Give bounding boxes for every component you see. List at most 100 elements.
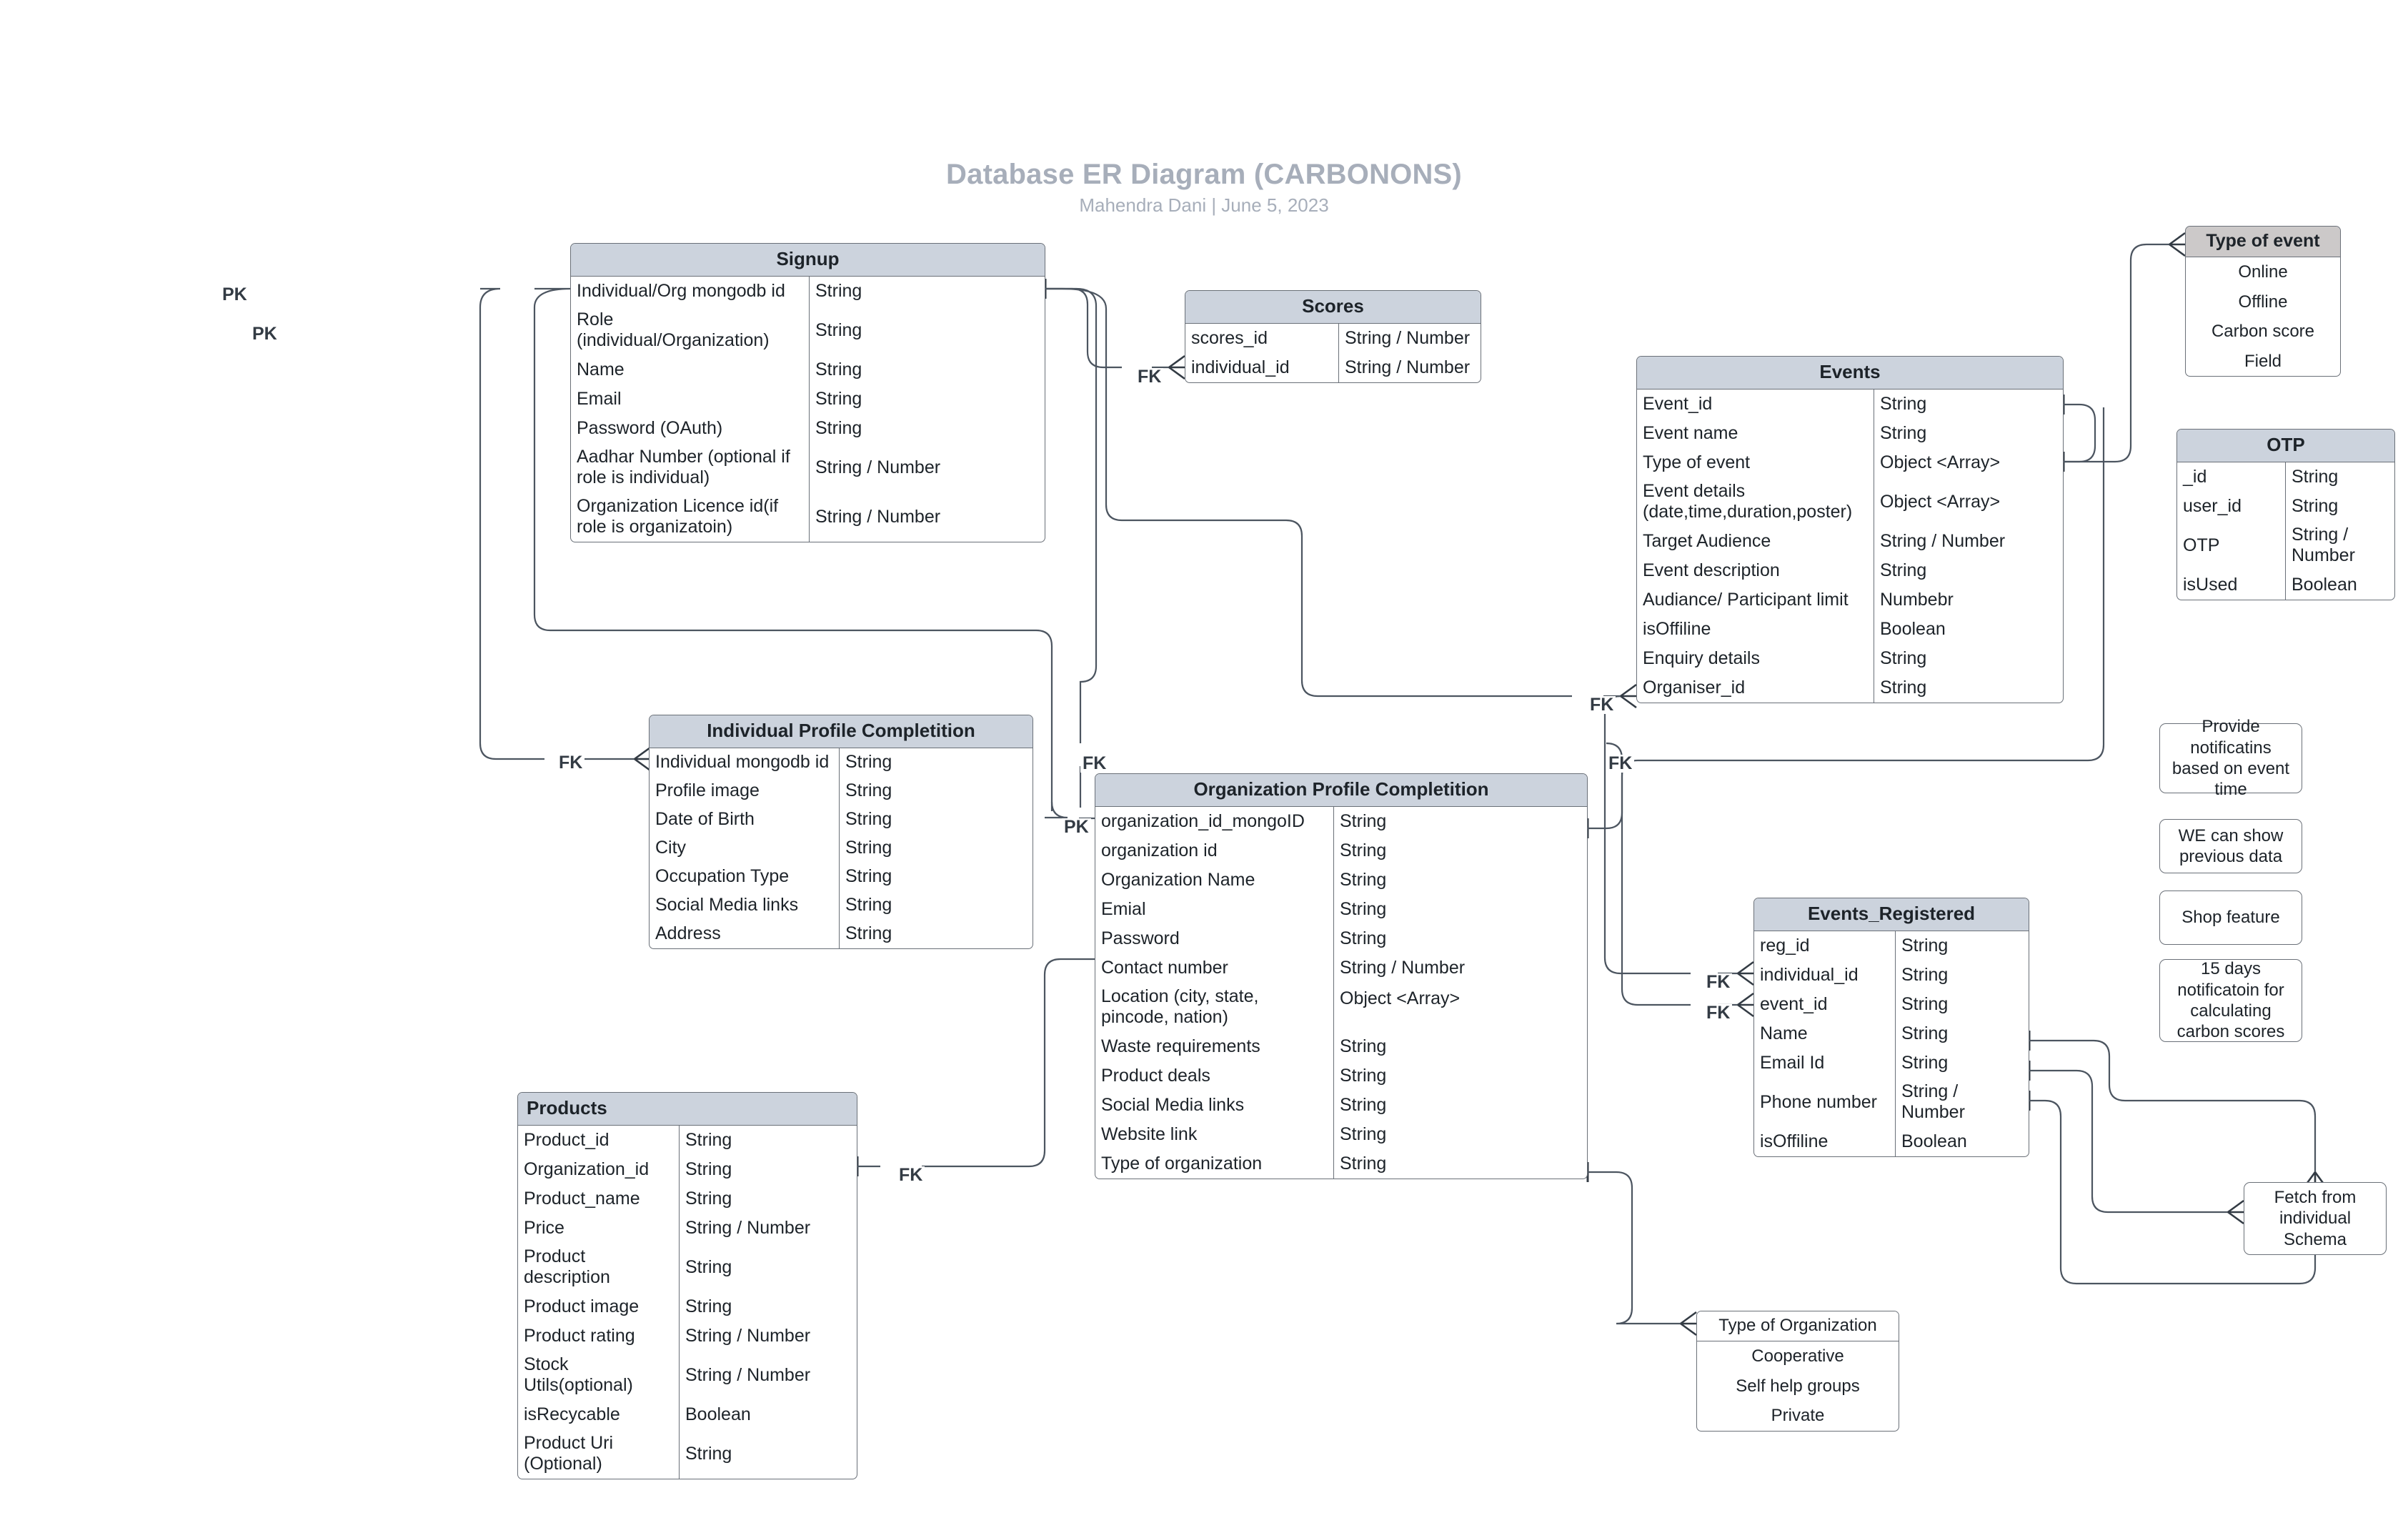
field-type: String (1340, 1123, 1387, 1144)
field-type: String (845, 838, 892, 858)
field-name: Product rating (518, 1321, 680, 1351)
entity-signup[interactable]: Signup Individual/Org mongodb id String … (570, 243, 1045, 542)
note-text: Fetch from individual Schema (2274, 1188, 2357, 1249)
field-type: String (845, 923, 892, 944)
field-name: Price (518, 1213, 680, 1243)
enum-value: Cooperative (1751, 1346, 1844, 1366)
table-row: Email Id String (1754, 1048, 2029, 1078)
field-name: Role (individual/Organization) (571, 305, 810, 355)
field-name: individual_id (1754, 960, 1896, 990)
table-row: isOffiline Boolean (1637, 614, 2063, 644)
entity-organization-profile-rows: organization_id_mongoID String organizat… (1095, 806, 1587, 1179)
field-type: String / Number (1345, 357, 1471, 377)
field-name: scores_id (1185, 323, 1339, 353)
field-type: Numbebr (1880, 589, 1954, 610)
field-type: Boolean (1901, 1131, 1967, 1151)
field-type: String (1880, 677, 1927, 698)
note-previous-data[interactable]: WE can show previous data (2159, 819, 2302, 873)
table-row: Price String / Number (518, 1213, 857, 1243)
field-name: Emial (1095, 894, 1334, 924)
entity-events-registered[interactable]: Events_Registered reg_id String individu… (1753, 898, 2029, 1157)
table-row: Individual mongodb id String (650, 748, 1033, 777)
table-row: Organiser_id String (1637, 673, 2063, 703)
entity-scores-rows: scores_id String / Number individual_id … (1185, 323, 1481, 382)
page-subtitle: Mahendra Dani | June 5, 2023 (1079, 194, 1329, 216)
field-name: Email (571, 384, 810, 414)
enum-value: Private (1771, 1406, 1825, 1426)
note-shop-feature[interactable]: Shop feature (2159, 891, 2302, 945)
field-name: Target Audience (1637, 526, 1874, 556)
enum-value: Field (2244, 351, 2282, 371)
field-name: Enquiry details (1637, 643, 1874, 673)
field-name: isOffiline (1637, 614, 1874, 644)
table-row: Location (city, state, pincode, nation) … (1095, 982, 1587, 1032)
field-name: Organiser_id (1637, 673, 1874, 703)
enum-type-of-organization-title: Type of Organization (1697, 1311, 1899, 1341)
field-name: Social Media links (650, 891, 840, 920)
field-name: Email Id (1754, 1048, 1896, 1078)
table-row: Product Uri (Optional) String (518, 1429, 857, 1479)
entity-events[interactable]: Events Event_id String Event name String… (1636, 356, 2064, 703)
field-type: String (1340, 1036, 1387, 1056)
field-type: String (845, 809, 892, 830)
entity-individual-profile-completion[interactable]: Individual Profile Completition Individu… (649, 715, 1033, 949)
field-name: isUsed (2177, 570, 2286, 600)
field-type: String (1901, 1023, 1949, 1043)
field-type: String (685, 1188, 732, 1209)
entity-organization-profile-completion[interactable]: Organization Profile Completition organi… (1095, 773, 1588, 1179)
field-name: Address (650, 919, 840, 948)
field-type: String (1880, 560, 1927, 580)
field-type: Object <Array> (1340, 988, 1461, 1008)
table-row: Event_id String (1637, 389, 2063, 419)
entity-events-rows: Event_id String Event name String Type o… (1637, 389, 2063, 703)
field-name: Type of event (1637, 447, 1874, 477)
field-name: Name (571, 354, 810, 385)
field-name: organization_id_mongoID (1095, 806, 1334, 836)
entity-scores[interactable]: Scores scores_id String / Number individ… (1185, 290, 1481, 383)
field-type: String (1340, 869, 1387, 890)
note-fetch-from-individual-schema[interactable]: Fetch from individual Schema (2244, 1182, 2387, 1255)
note-provide-notifications[interactable]: Provide notificatins based on event time (2159, 717, 2302, 799)
entity-products[interactable]: Products Product_id String Organization_… (517, 1092, 857, 1479)
field-name: City (650, 833, 840, 863)
note-15-days-notification[interactable]: 15 days notificatoin for calculating car… (2159, 959, 2302, 1042)
entity-events-registered-rows: reg_id String individual_id String event… (1754, 931, 2029, 1156)
field-name: Individual mongodb id (650, 748, 840, 777)
page-title: Database ER Diagram (CARBONONS) (946, 159, 1462, 190)
enum-type-of-organization[interactable]: Type of Organization Cooperative Self he… (1696, 1311, 1899, 1432)
enum-type-of-event[interactable]: Type of event Online Offline Carbon scor… (2185, 226, 2341, 377)
field-type: String (1901, 935, 1949, 956)
field-type: String (1880, 393, 1927, 414)
field-name: Waste requirements (1095, 1031, 1334, 1061)
table-row: Emial String (1095, 894, 1587, 924)
table-row: organization id String (1095, 835, 1587, 865)
field-name: Password (OAuth) (571, 413, 810, 443)
field-type: String (1340, 1094, 1387, 1115)
field-type: String (1901, 993, 1949, 1014)
table-row: Type of organization String (1095, 1149, 1587, 1179)
entity-otp[interactable]: OTP _id String user_id String OTP String… (2176, 429, 2395, 600)
entity-products-rows: Product_id String Organization_id String… (518, 1125, 857, 1479)
field-name: Aadhar Number (optional if role is indiv… (571, 442, 810, 492)
entity-individual-profile-title: Individual Profile Completition (650, 715, 1033, 748)
note-text: WE can show previous data (2178, 825, 2284, 866)
field-name: Event_id (1637, 389, 1874, 419)
field-name: reg_id (1754, 931, 1896, 961)
field-type: String (815, 359, 862, 379)
enum-value: Carbon score (2211, 322, 2315, 342)
field-type: String (1340, 1065, 1387, 1086)
table-row: Address String (650, 919, 1033, 948)
field-name: Event details (date,time,duration,poster… (1637, 477, 1874, 527)
field-type: String (685, 1129, 732, 1150)
table-row: Website link String (1095, 1119, 1587, 1149)
field-type: Boolean (685, 1404, 751, 1424)
field-type: String (815, 319, 862, 340)
field-name: Phone number (1754, 1077, 1896, 1127)
field-type: String / Number (2292, 524, 2355, 566)
pk-org-profile: PK (1062, 818, 1091, 836)
enum-value: Online (2238, 262, 2288, 282)
field-type: String (815, 388, 862, 409)
field-type: Boolean (1880, 618, 1946, 639)
field-type: String (685, 1443, 732, 1464)
entity-organization-profile-title: Organization Profile Completition (1095, 774, 1587, 807)
